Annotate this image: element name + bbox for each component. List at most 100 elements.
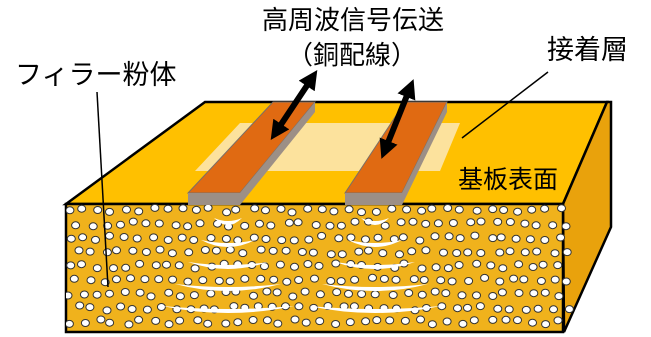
filler-particle-icon (300, 287, 310, 296)
filler-particle-icon (499, 206, 509, 214)
filler-particle-icon (373, 233, 383, 242)
filler-particle-icon (564, 305, 574, 314)
filler-particle-icon (562, 248, 572, 257)
filler-particle-icon (509, 274, 519, 283)
filler-particle-icon (124, 320, 134, 329)
filler-particle-icon (331, 320, 341, 328)
filler-particle-icon (540, 236, 550, 244)
filler-particle-icon (304, 235, 314, 244)
filler-particle-icon (475, 302, 485, 311)
filler-particle-icon (317, 205, 327, 214)
filler-particle-icon (303, 260, 313, 268)
filler-particle-icon (168, 275, 178, 284)
filler-particle-icon (431, 263, 441, 272)
filler-particle-icon (361, 235, 370, 244)
signal-waves (162, 218, 441, 313)
filler-particle-icon (409, 275, 419, 284)
filler-particle-icon (441, 289, 451, 298)
filler-particle-icon (105, 318, 115, 327)
filler-particle-icon (92, 290, 102, 299)
filler-particle-icon (142, 305, 152, 314)
filler-particle-icon (175, 292, 185, 301)
filler-particle-icon (540, 288, 550, 297)
filler-particle-icon (536, 277, 546, 285)
label-filler-powder: フィラー粉体 (15, 60, 177, 91)
filler-particle-icon (85, 303, 95, 312)
filler-particle-icon (221, 319, 231, 328)
filler-particle-icon (561, 222, 571, 231)
filler-particle-icon (77, 204, 87, 213)
filler-particle-icon (256, 274, 266, 283)
filler-particle-icon (86, 276, 96, 285)
filler-particle-icon (272, 288, 282, 297)
filler-particle-icon (407, 247, 417, 256)
filler-particle-icon (402, 205, 412, 214)
filler-particle-icon (505, 247, 515, 256)
filler-particle-icon (178, 204, 188, 213)
filler-particle-icon (344, 205, 354, 214)
filler-particle-icon (344, 289, 353, 298)
filler-particle-icon (294, 276, 304, 284)
filler-particle-icon (325, 221, 335, 230)
filler-particle-icon (553, 261, 563, 270)
filler-particle-icon (427, 204, 437, 213)
filler-particle-icon (447, 277, 457, 286)
filler-particle-icon (408, 217, 418, 226)
filler-particle-icon (109, 264, 118, 273)
filler-particle-icon (71, 221, 81, 230)
filler-particle-icon (233, 318, 243, 327)
filler-particle-icon (222, 208, 232, 217)
copper-trace-right-side (345, 193, 402, 205)
filler-particle-icon (120, 288, 130, 296)
signal-wave-icon (322, 284, 428, 291)
filler-particle-icon (472, 259, 482, 268)
filler-particle-icon (162, 260, 171, 269)
filler-particle-icon (122, 205, 131, 214)
label-signal-transmission: 高周波信号伝送 (262, 6, 445, 36)
filler-particle-icon (240, 221, 250, 230)
filler-particle-icon (80, 319, 90, 327)
substrate-side-face (561, 100, 613, 333)
filler-particle-icon (331, 259, 341, 268)
filler-particle-icon (427, 320, 437, 329)
filler-particle-icon (200, 246, 210, 254)
filler-particle-icon (225, 277, 235, 286)
filler-particle-icon (311, 221, 321, 229)
filler-particle-icon (214, 276, 224, 285)
filler-particle-icon (350, 217, 360, 226)
filler-particle-icon (276, 204, 286, 213)
filler-particle-icon (134, 315, 144, 324)
filler-particle-icon (464, 277, 474, 285)
filler-particle-icon (448, 219, 458, 227)
filler-particle-icon (495, 248, 505, 257)
filler-particle-icon (361, 317, 371, 326)
filler-particle-icon (472, 206, 482, 215)
filler-particle-icon (293, 218, 303, 227)
filler-particle-icon (525, 235, 535, 244)
filler-particle-icon (372, 316, 382, 325)
filler-particle-icon (289, 236, 299, 245)
filler-particle-icon (486, 261, 496, 270)
filler-particle-icon (532, 247, 542, 256)
filler-particle-icon (463, 248, 473, 257)
signal-wave-icon (162, 306, 294, 313)
filler-particle-icon (336, 277, 346, 286)
filler-particle-icon (288, 292, 298, 301)
double-headed-arrow-icon (270, 70, 318, 140)
filler-particle-icon (183, 277, 193, 286)
filler-particle-icon (370, 290, 380, 299)
filler-particle-icon (256, 245, 266, 254)
filler-particle-icon (102, 306, 112, 315)
filler-particle-icon (334, 234, 344, 243)
filler-particle-icon (556, 233, 566, 242)
filler-particle-icon (549, 305, 558, 314)
signal-wave-icon (309, 306, 441, 313)
filler-particle-icon (520, 219, 530, 228)
label-copper-wiring: （銅配線） (287, 41, 418, 71)
filler-particle-icon (497, 288, 507, 297)
filler-particle-icon (541, 320, 551, 329)
filler-particle-icon (398, 233, 408, 242)
filler-particle-icon (174, 261, 184, 270)
filler-particle-icon (183, 222, 193, 231)
filler-particle-icon (273, 319, 283, 328)
